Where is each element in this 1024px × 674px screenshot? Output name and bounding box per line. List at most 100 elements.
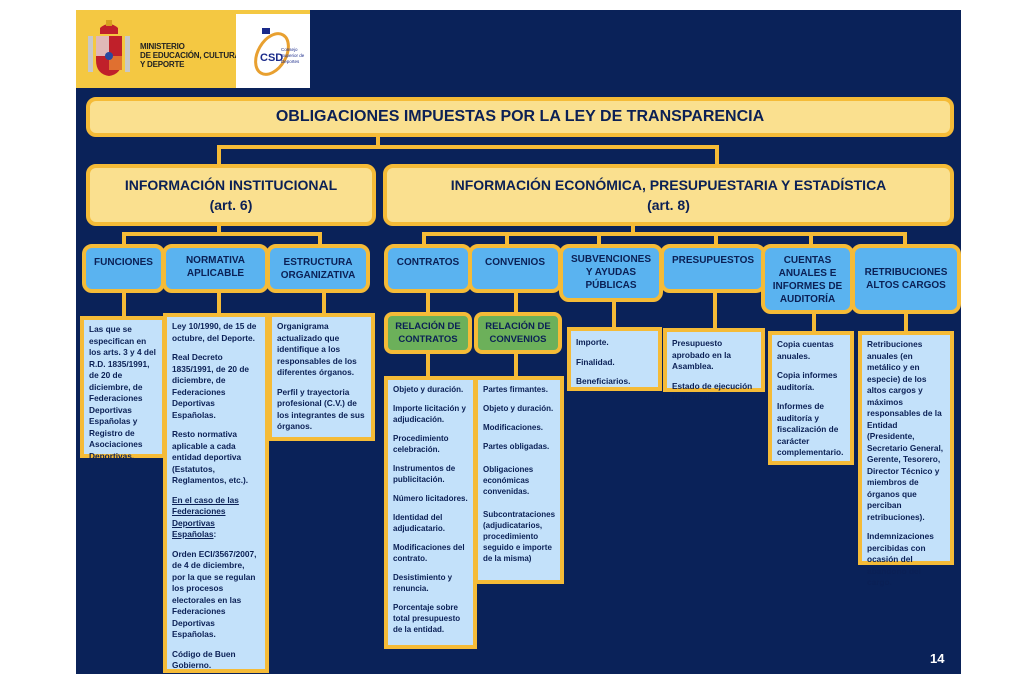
category-label: SUBVENCIONES Y AYUDAS PÚBLICAS — [571, 254, 652, 291]
connector — [322, 290, 326, 318]
connector — [903, 232, 907, 248]
page-number: 14 — [930, 651, 945, 666]
detail-item: Finalidad. — [576, 356, 615, 367]
csd-logo-icon — [254, 28, 290, 76]
detail-retribuciones: Retribuciones anuales (en metálico y en … — [858, 331, 954, 587]
connector — [122, 232, 322, 236]
detail-item: Código de Buen Gobierno. — [172, 648, 236, 671]
connector — [714, 232, 718, 248]
connector — [426, 352, 430, 378]
detail-item: Ley 10/1990, de 15 de octubre, del Depor… — [172, 321, 257, 343]
connector — [217, 145, 221, 165]
connector — [809, 232, 813, 248]
detail-item: Copia cuentas anuales. — [777, 339, 834, 361]
connector — [715, 145, 719, 165]
detail-item: Retribuciones anuales (en metálico y en … — [867, 339, 944, 522]
ministry-name: MINISTERIO DE EDUCACIÓN, CULTURA Y DEPOR… — [140, 42, 241, 69]
relacion-convenios-box: RELACIÓN DE CONVENIOS — [474, 312, 562, 354]
connector — [318, 232, 322, 248]
category-funciones: FUNCIONES — [82, 244, 165, 293]
detail-estructura: Organigrama actualizado que identifique … — [268, 313, 375, 441]
main-title-box: OBLIGACIONES IMPUESTAS POR LA LEY DE TRA… — [86, 97, 954, 137]
detail-item: Procedimiento celebración. — [393, 434, 449, 454]
connector — [812, 310, 816, 332]
connector — [505, 232, 509, 248]
detail-item: Número licitadores. — [393, 494, 468, 503]
connector — [597, 232, 601, 248]
economica-title: INFORMACIÓN ECONÓMICA, PRESUPUESTARIA Y … — [450, 177, 887, 193]
category-retribuciones: RETRIBUCIONES ALTOS CARGOS — [851, 244, 961, 314]
detail-item: Partes firmantes. — [483, 385, 548, 394]
detail-item: Obligaciones económicas convenidas. — [483, 465, 534, 496]
connector — [217, 222, 221, 234]
detail-item: Modificaciones del contrato. — [393, 543, 465, 563]
connector — [217, 145, 717, 149]
csd-logo-box — [236, 14, 310, 88]
connector — [713, 290, 717, 330]
detail-item: Desistimiento y renuncia. — [393, 573, 453, 593]
institucional-box: INFORMACIÓN INSTITUCIONAL (art. 6) — [86, 164, 376, 226]
connector — [514, 290, 518, 314]
detail-item: Informes de auditoría y fiscalización de… — [777, 401, 844, 457]
connector — [422, 232, 907, 236]
detail-cuentas: Copia cuentas anuales. Copia informes au… — [768, 331, 854, 465]
detail-convenios: Partes firmantes. Objeto y duración. Mod… — [474, 376, 564, 584]
detail-item: Instrumentos de publicitación. — [393, 464, 456, 484]
category-subvenciones: SUBVENCIONES Y AYUDAS PÚBLICAS — [559, 244, 663, 302]
relacion-contratos-box: RELACIÓN DE CONTRATOS — [384, 312, 472, 354]
institucional-article: (art. 6) — [209, 197, 253, 213]
detail-contratos: Objeto y duración. Importe licitación y … — [384, 376, 477, 649]
category-label: FUNCIONES — [94, 257, 153, 268]
detail-item: Las que se especifican en los arts. 3 y … — [89, 324, 156, 461]
detail-presupuestos: Presupuesto aprobado en la Asamblea. Est… — [663, 328, 765, 402]
connector — [122, 232, 126, 248]
category-estructura: ESTRUCTURA ORGANIZATIVA — [266, 244, 370, 293]
connector — [904, 310, 908, 332]
detail-normativa: Ley 10/1990, de 15 de octubre, del Depor… — [163, 313, 269, 673]
category-label: CONTRATOS — [396, 257, 460, 268]
detail-item: Porcentaje sobre total presupuesto de la… — [393, 603, 461, 634]
relacion-label: RELACIÓN DE CONVENIOS — [485, 321, 551, 345]
detail-item: Identidad del adjudicatario. — [393, 513, 446, 533]
category-label: ESTRUCTURA ORGANIZATIVA — [280, 257, 356, 281]
detail-item: Indemnizaciones percibidas con ocasión d… — [867, 531, 934, 587]
category-contratos: CONTRATOS — [384, 244, 472, 293]
category-label: NORMATIVA APLICABLE — [185, 255, 246, 279]
detail-item: Importe. — [576, 337, 609, 347]
csd-subtitle: Consejo Superior de Deportes — [281, 47, 305, 64]
economica-article: (art. 8) — [647, 197, 690, 213]
detail-item: Orden ECI/3567/2007, de 4 de diciembre, … — [172, 548, 257, 640]
connector — [422, 232, 426, 248]
connector — [612, 300, 616, 330]
detail-item: Importe licitación y adjudicación. — [393, 404, 466, 424]
detail-item: Presupuesto aprobado en la Asamblea. — [672, 338, 732, 371]
coat-of-arms-icon — [88, 20, 130, 76]
detail-item-heading: En el caso de las Federaciones Deportiva… — [172, 494, 239, 540]
detail-item: Perfil y trayectoria profesional (C.V.) … — [277, 386, 365, 432]
category-cuentas: CUENTAS ANUALES E INFORMES DE AUDITORÍA — [761, 244, 854, 314]
category-label: CONVENIOS — [484, 257, 545, 268]
connector — [514, 352, 518, 378]
detail-funciones: Las que se especifican en los arts. 3 y … — [80, 316, 166, 461]
category-convenios: CONVENIOS — [468, 244, 562, 293]
connector — [631, 222, 635, 234]
detail-item: Real Decreto 1835/1991, de 20 de diciemb… — [172, 352, 250, 420]
detail-subvenciones: Importe. Finalidad. Beneficiarios. — [567, 327, 662, 391]
connector — [122, 290, 126, 318]
detail-item: Subcontrataciones (adjudicatarios, proce… — [483, 510, 556, 563]
detail-item: Beneficiarios. — [576, 376, 631, 386]
csd-logo-text: CSD — [260, 52, 284, 64]
detail-item: Resto normativa aplicable a cada entidad… — [172, 429, 249, 485]
detail-item: Modificaciones. — [483, 423, 544, 432]
category-label: RETRIBUCIONES ALTOS CARGOS — [864, 267, 948, 291]
connector — [217, 290, 221, 318]
category-presupuestos: PRESUPUESTOS — [660, 244, 766, 293]
category-label: CUENTAS ANUALES E INFORMES DE AUDITORÍA — [772, 255, 843, 305]
detail-item: Copia informes auditoría. — [777, 370, 838, 392]
detail-item: Partes obligadas. — [483, 442, 550, 451]
category-label: PRESUPUESTOS — [671, 255, 755, 266]
detail-item: Objeto y duración. — [483, 404, 554, 413]
connector — [376, 133, 380, 147]
main-title: OBLIGACIONES IMPUESTAS POR LA LEY DE TRA… — [275, 108, 765, 125]
relacion-label: RELACIÓN DE CONTRATOS — [395, 321, 461, 345]
